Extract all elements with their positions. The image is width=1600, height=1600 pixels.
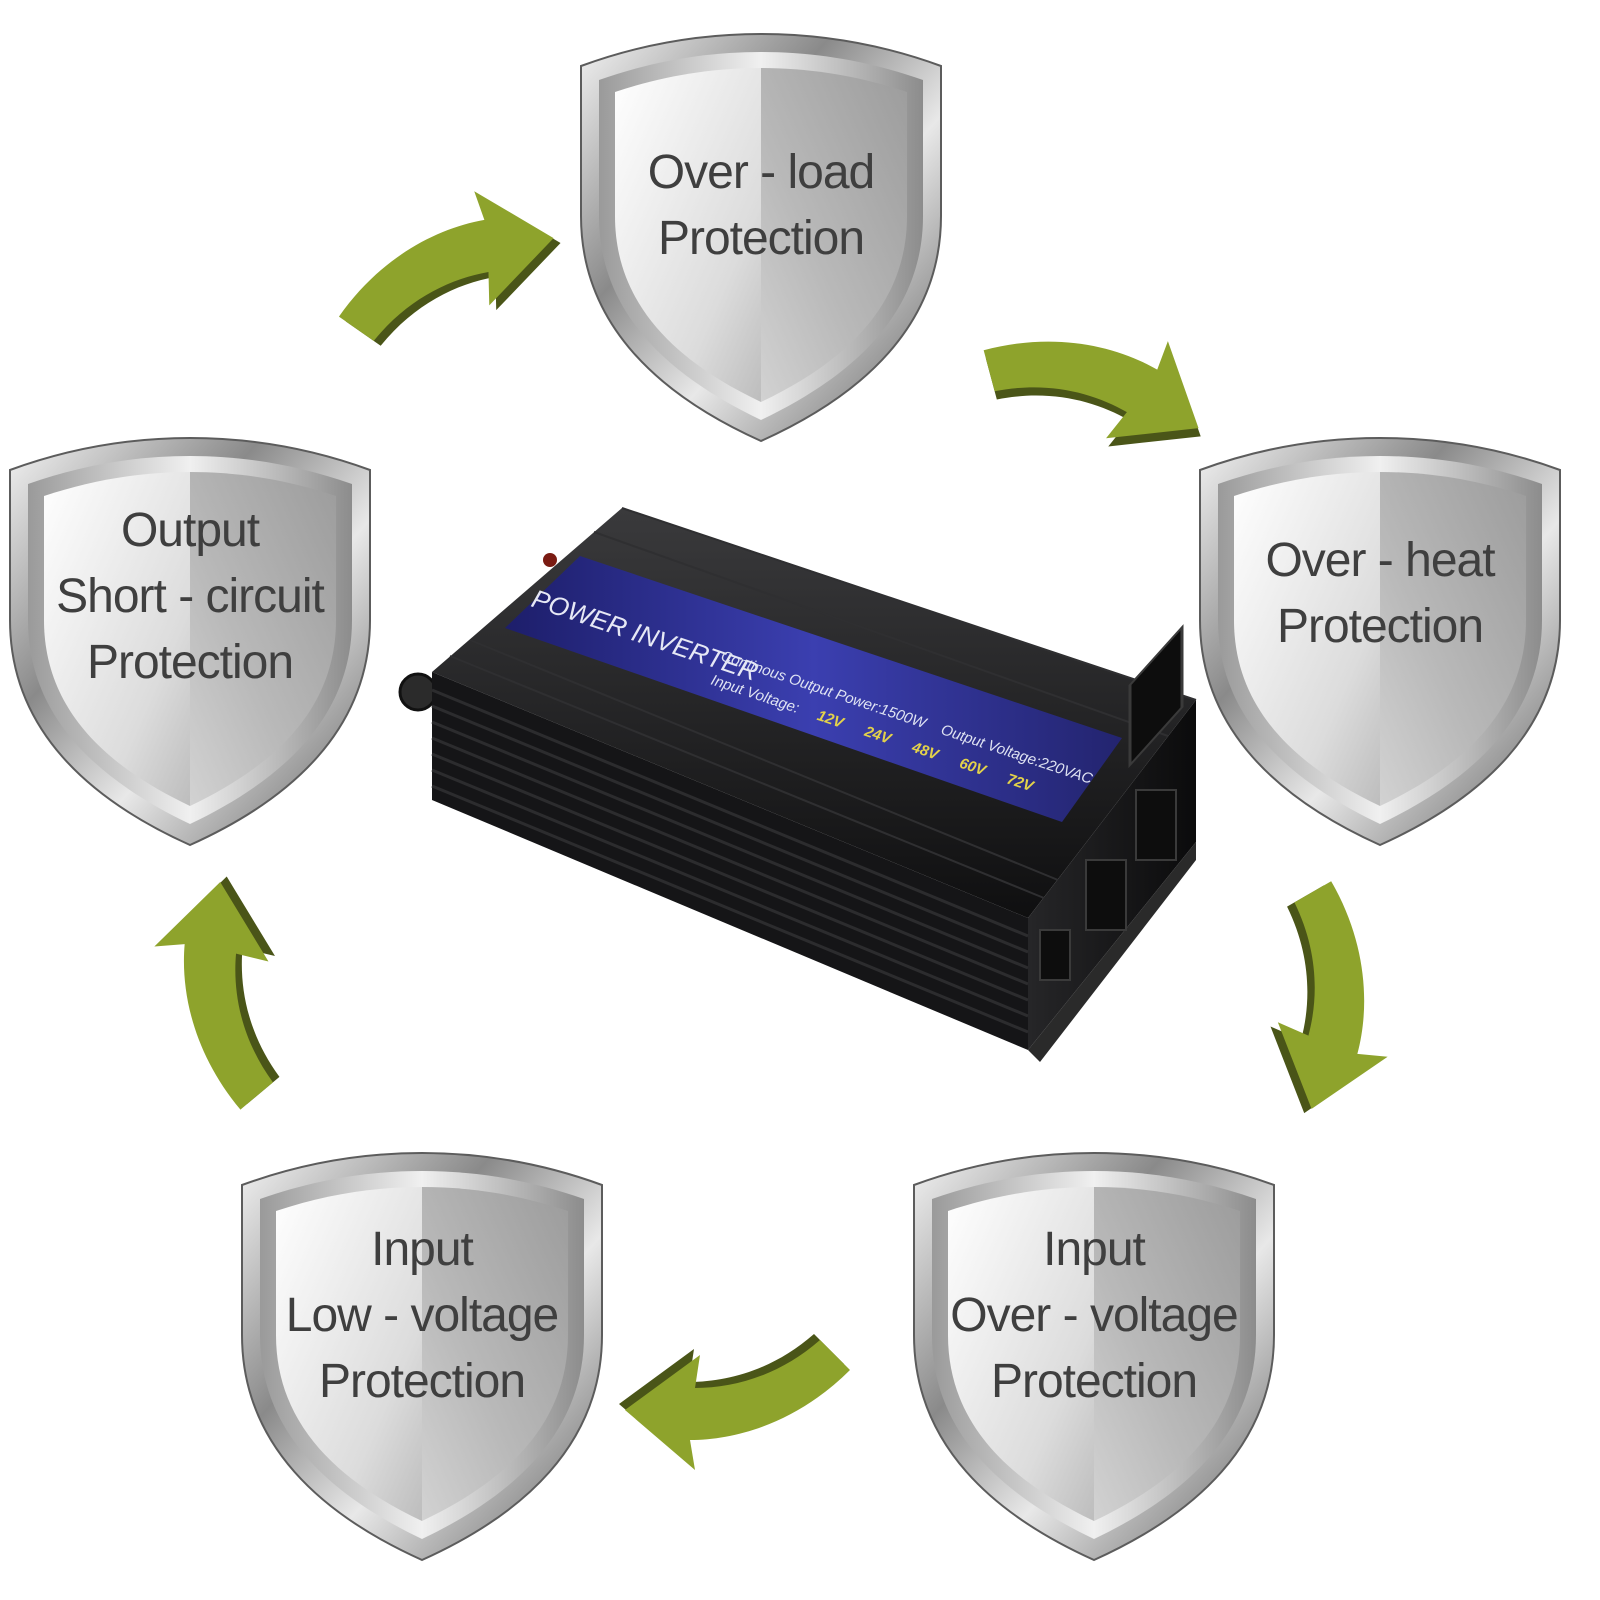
arrow-overload-to-overheat xyxy=(965,263,1234,497)
curved-arrow-icon xyxy=(321,177,573,353)
shield-overload-line-1: Over - load xyxy=(648,146,874,199)
shield-input-overvoltage: Input Over - voltage Protection xyxy=(913,1152,1275,1561)
inverter-red-cap xyxy=(543,553,557,567)
inverter-knob xyxy=(398,672,438,712)
shield-overvoltage-line-2: Over - voltage xyxy=(950,1289,1237,1342)
shield-output-shortcircuit: Output Short - circuit Protection xyxy=(9,437,371,846)
arrow-shortcircuit-to-overload xyxy=(321,177,573,353)
curved-arrow-icon xyxy=(619,1334,850,1470)
inverter-label-panel xyxy=(505,556,1122,822)
arrow-overheat-to-overvoltage xyxy=(1236,871,1428,1131)
inverter-mount-flange xyxy=(1028,842,1196,1062)
shield-overload-line-2: Protection xyxy=(658,212,864,265)
shield-lowvoltage-line-3: Protection xyxy=(319,1355,525,1408)
shield-shortcircuit-line-2: Short - circuit xyxy=(56,570,324,623)
curved-arrow-icon xyxy=(140,870,297,1113)
curved-arrow-icon xyxy=(965,263,1234,497)
arrow-lowvoltage-to-shortcircuit xyxy=(140,870,297,1113)
curved-arrow-icon xyxy=(1236,871,1428,1131)
inverter-socket-1 xyxy=(1128,624,1184,769)
inverter-top-fins xyxy=(449,507,1197,899)
shield-overvoltage-line-3: Protection xyxy=(991,1355,1197,1408)
shield-overheat-line-2: Protection xyxy=(1277,600,1483,653)
shield-lowvoltage-line-2: Low - voltage xyxy=(286,1289,559,1342)
shield-overheat-line-1: Over - heat xyxy=(1265,534,1495,587)
shield-shortcircuit-line-1: Output xyxy=(121,504,260,557)
inverter-socket-2 xyxy=(1085,859,1127,931)
shield-overheat: Over - heat Protection xyxy=(1199,437,1561,846)
shield-overvoltage-line-1: Input xyxy=(1043,1223,1145,1276)
shield-shortcircuit-line-3: Protection xyxy=(87,636,293,689)
shield-input-lowvoltage: Input Low - voltage Protection xyxy=(241,1152,603,1561)
shield-overload: Over - load Protection xyxy=(580,33,942,442)
inverter-fins xyxy=(431,688,1029,1034)
arrow-overvoltage-to-lowvoltage xyxy=(619,1334,850,1470)
inverter-switch xyxy=(1039,929,1071,981)
power-inverter: POWER INVERTER Continous Output Power:15… xyxy=(398,507,1197,1062)
inverter-socket-3 xyxy=(1135,789,1177,861)
shield-lowvoltage-line-1: Input xyxy=(371,1223,473,1276)
